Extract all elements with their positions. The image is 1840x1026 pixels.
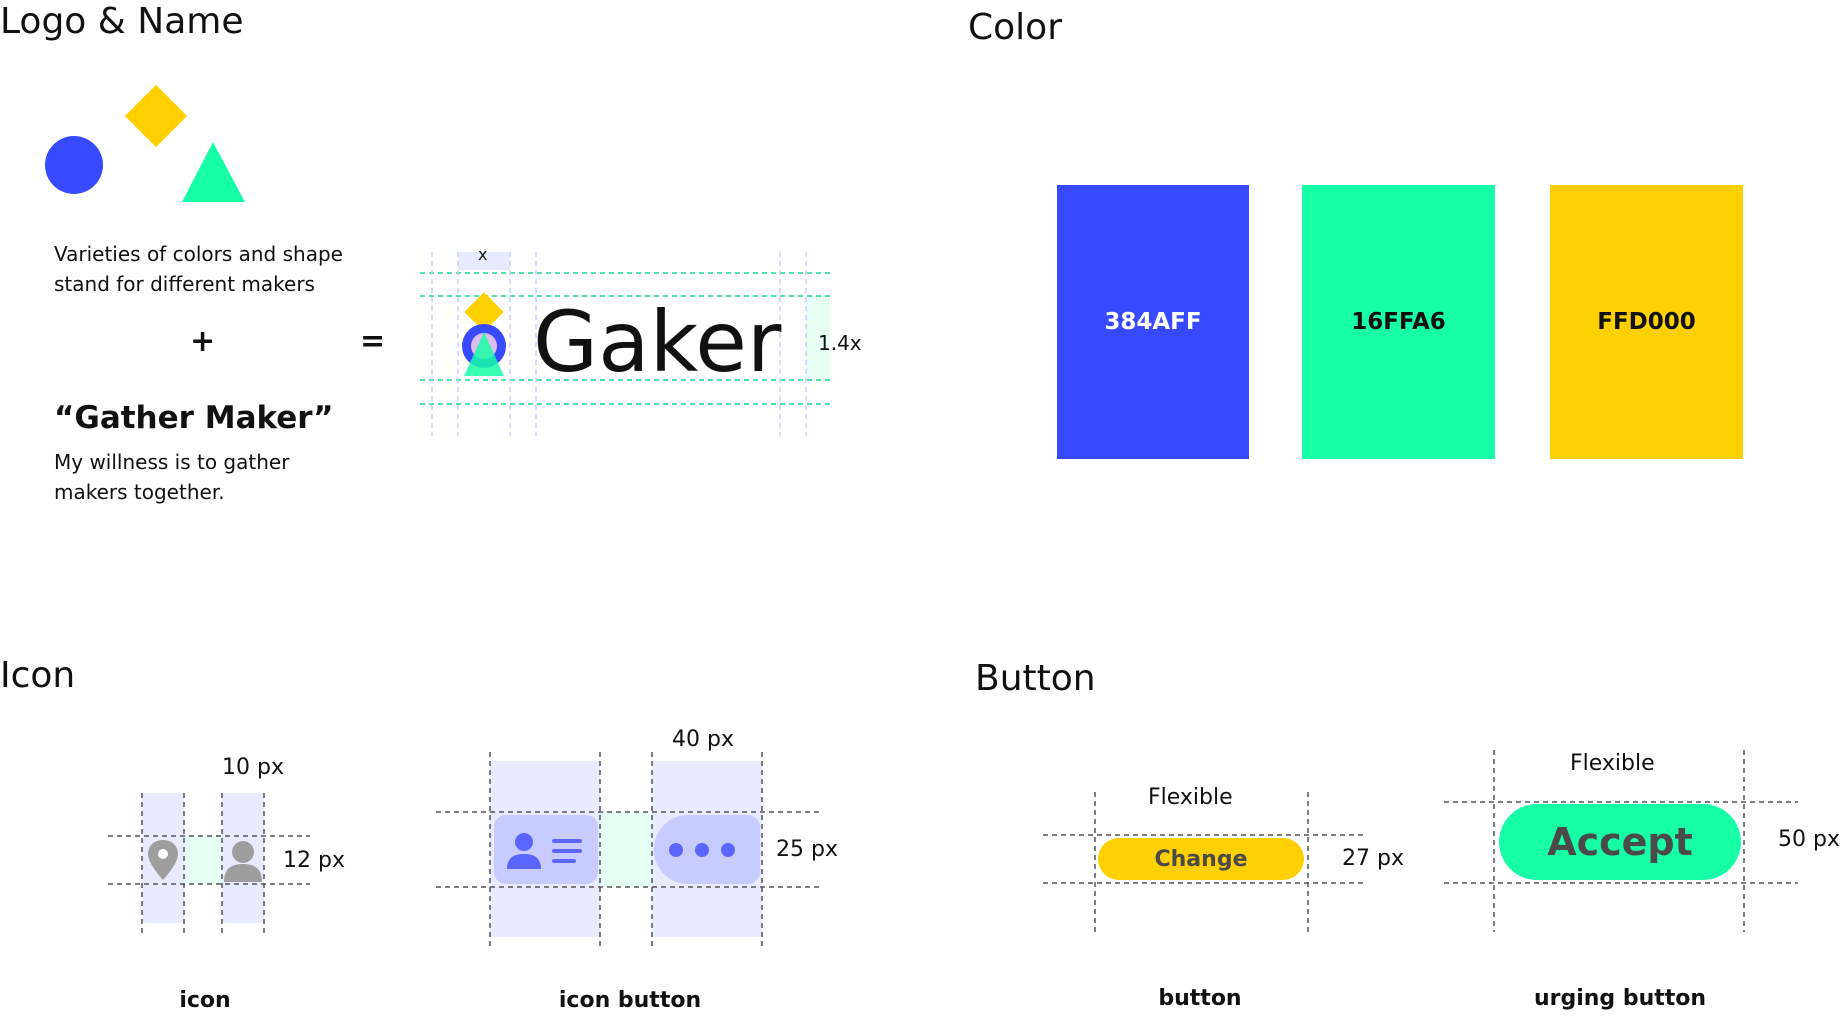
urging-button-caption: urging button bbox=[1533, 986, 1707, 1011]
urging-button-height-label: 50 px bbox=[1778, 827, 1840, 852]
user-icon bbox=[224, 841, 262, 882]
change-button[interactable]: Change bbox=[1098, 838, 1304, 880]
scale-highlight bbox=[806, 296, 830, 380]
icon-button-height-label: 25 px bbox=[776, 837, 838, 862]
color-swatch-yellow: FFD000 bbox=[1550, 185, 1743, 459]
icon-width-label: 10 px bbox=[222, 755, 284, 780]
logo-mark-icon bbox=[462, 292, 506, 376]
icon-caption: icon bbox=[179, 988, 231, 1013]
button-width-label: Flexible bbox=[1148, 785, 1233, 810]
scale-label: 1.4x bbox=[818, 331, 862, 355]
name-title: “Gather Maker” bbox=[54, 400, 334, 436]
icon-section-title: Icon bbox=[0, 655, 76, 696]
x-unit-highlight bbox=[458, 252, 510, 270]
icon-height-label: 12 px bbox=[283, 848, 345, 873]
profile-card-icon[interactable] bbox=[494, 815, 598, 884]
icon-button-width-label: 40 px bbox=[672, 727, 734, 752]
color-swatch-blue: 384AFF bbox=[1057, 185, 1249, 459]
logo-section-title: Logo & Name bbox=[0, 1, 244, 42]
icon-button-caption: icon button bbox=[558, 988, 702, 1013]
yellow-diamond-shape bbox=[124, 84, 188, 148]
location-pin-icon bbox=[148, 840, 178, 880]
green-triangle-shape bbox=[182, 142, 245, 202]
shapes-caption: Varieties of colors and shape stand for … bbox=[54, 242, 343, 296]
button-height-label: 27 px bbox=[1342, 846, 1404, 871]
equals-sign: = bbox=[360, 324, 386, 359]
color-section-title: Color bbox=[968, 7, 1062, 48]
wordmark: Gaker bbox=[533, 293, 782, 391]
button-caption: button bbox=[1158, 986, 1242, 1011]
color-swatch-green: 16FFA6 bbox=[1302, 185, 1495, 459]
more-dots-icon[interactable] bbox=[653, 815, 760, 884]
accept-button[interactable]: Accept bbox=[1499, 804, 1741, 880]
brand-shapes bbox=[45, 84, 245, 202]
logo-construction-guides bbox=[420, 252, 830, 436]
name-caption: My willness is to gather makers together… bbox=[54, 450, 290, 504]
button-section-title: Button bbox=[975, 658, 1096, 699]
button-spec-guides bbox=[1043, 750, 1798, 932]
plus-sign: + bbox=[190, 324, 216, 359]
x-unit-label: x bbox=[478, 245, 488, 264]
urging-button-width-label: Flexible bbox=[1570, 751, 1655, 776]
blue-circle-shape bbox=[45, 136, 103, 194]
